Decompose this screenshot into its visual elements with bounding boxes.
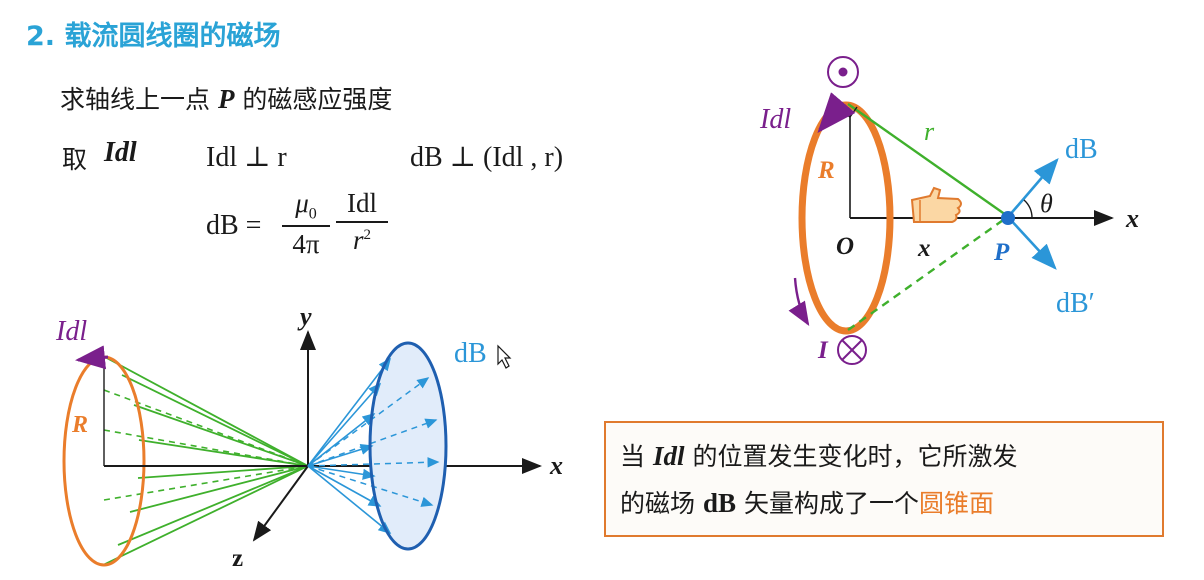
callout-line-1: 当 Idl 的位置发生变化时，它所激发 (620, 433, 1148, 480)
r-prime-dashed (847, 217, 1007, 331)
question-prefix: 求轴线上一点 (60, 85, 211, 114)
question-suffix: 的磁感应强度 (242, 85, 393, 114)
fraction-bar-2 (336, 221, 388, 223)
formula-lhs: dB = (206, 210, 262, 241)
conclusion-callout: 当 Idl 的位置发生变化时，它所激发 的磁场 dB 矢量构成了一个圆锥面 (604, 421, 1164, 537)
callout-highlight: 圆锥面 (918, 489, 994, 518)
point-p-label-right: P (993, 239, 1010, 266)
section-title: 2. 载流圆线圈的磁场 (26, 21, 281, 52)
take-idl: Idl (104, 137, 137, 168)
db-prime-vector (1007, 216, 1057, 270)
callout-part3: 的磁场 (620, 489, 696, 518)
r-radius-label-right: R (817, 157, 835, 184)
formula-fraction-1: μ0 4π (282, 188, 330, 260)
db-cone-dashed (307, 377, 440, 507)
ring-axis-figure: Idl R r dB θ x O x P dB′ I (759, 56, 1139, 365)
idl-arrow (817, 92, 856, 134)
fraction-den-1: 4π (292, 229, 320, 260)
take-label: 取 (62, 145, 88, 174)
callout-db: dB (702, 488, 736, 518)
fraction-bar-1 (282, 225, 330, 228)
distance-x-label: x (917, 235, 931, 262)
callout-part1: 当 (620, 442, 646, 471)
callout-line-2: 的磁场 dB 矢量构成了一个圆锥面 (620, 480, 1148, 527)
idl-arrow-left (75, 345, 109, 370)
z-axis-label: z (232, 545, 243, 572)
right-hand-thumb-icon (910, 186, 962, 223)
callout-part2: 的位置发生变化时，它所激发 (692, 442, 1018, 471)
origin-label: O (836, 233, 854, 260)
r-vector-label: r (924, 117, 935, 146)
relation-perp-r: Idl ⊥ r (206, 142, 287, 173)
relation-perp-plane: dB ⊥ (Idl , r) (410, 142, 564, 173)
dot-out-center (838, 67, 848, 77)
r-superscript: 2 (363, 227, 372, 243)
callout-part4: 矢量构成了一个 (743, 489, 919, 518)
point-p-dot (1001, 211, 1015, 225)
mouse-cursor-icon (497, 344, 512, 369)
theta-label: θ (1040, 189, 1053, 218)
cross-in-icon (837, 335, 867, 365)
current-i-label: I (817, 337, 829, 364)
dot-out-icon (827, 56, 859, 88)
current-direction-arrow (788, 277, 810, 327)
mu-symbol: μ (295, 188, 309, 218)
x-axis-label-left: x (549, 451, 563, 480)
db-cone-rim (368, 341, 448, 551)
point-p: P (217, 84, 235, 114)
cross-line-2 (841, 339, 863, 361)
green-cone-dashed (103, 389, 309, 501)
x-axis-label-right: x (1125, 204, 1139, 233)
idl-label-left: Idl (55, 316, 87, 347)
mu-subscript: 0 (308, 205, 317, 223)
db-prime-label: dB′ (1056, 288, 1095, 319)
db-vector (1007, 158, 1059, 218)
callout-idl: Idl (652, 441, 685, 471)
y-axis-label: y (297, 302, 312, 331)
z-axis-left (252, 465, 309, 542)
r-vector (847, 103, 1007, 216)
idl-label-right: Idl (759, 104, 791, 135)
theta-arc (1023, 199, 1033, 219)
db-label-right: dB (1065, 134, 1098, 165)
r-symbol: r (352, 225, 364, 255)
question-line: 求轴线上一点 P 的磁感应强度 (60, 80, 392, 116)
formula-fraction-2: Idl r2 (336, 188, 388, 256)
r-radius-label-left: R (71, 412, 88, 438)
fraction-num-2: Idl (347, 188, 377, 218)
db-label-left: dB (454, 338, 487, 369)
cone-figure: Idl R y x z dB (55, 302, 563, 572)
